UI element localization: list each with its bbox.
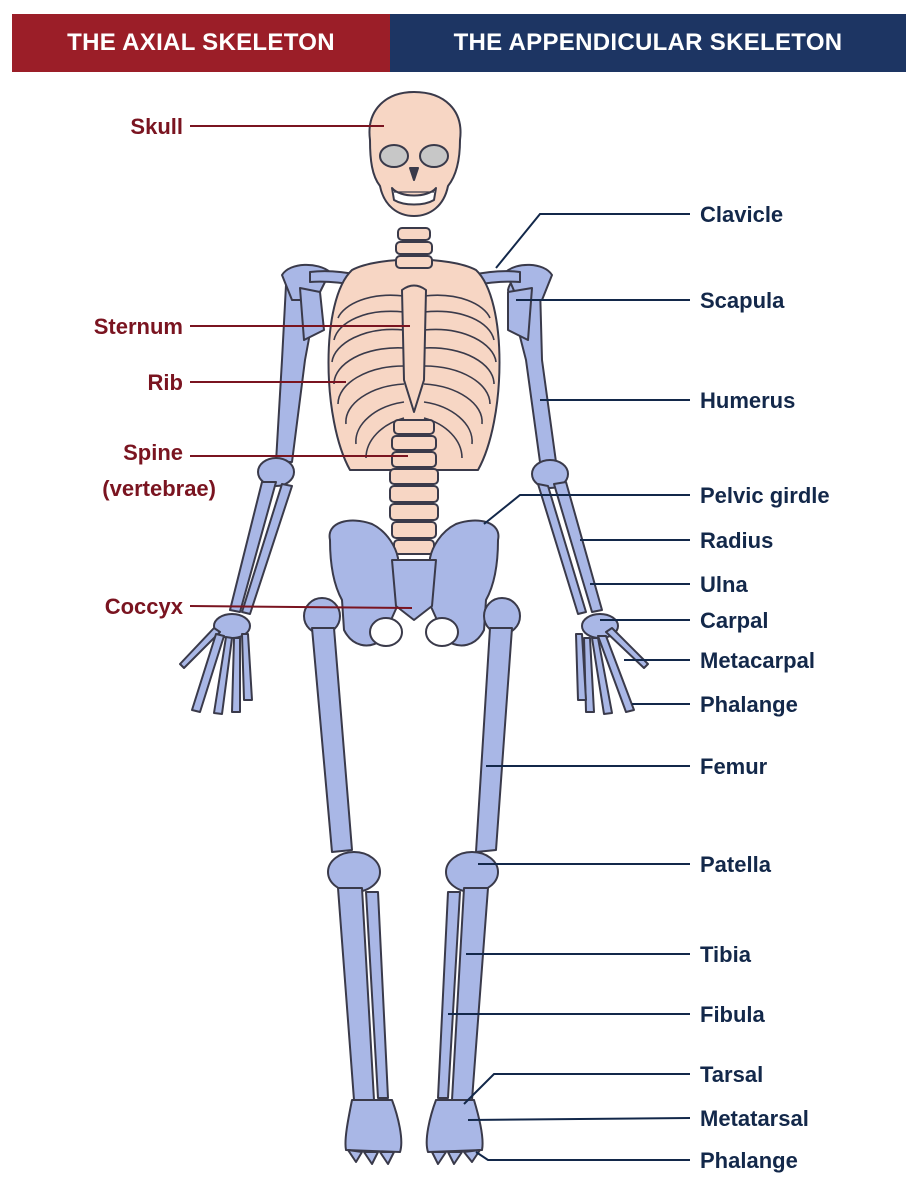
label-clavicle: Clavicle [700, 202, 783, 227]
skeleton-figure [179, 91, 649, 1165]
axial-labels: Skull Sternum Rib Spine (vertebrae) Cocc… [94, 114, 216, 619]
label-phalange-hand: Phalange [700, 692, 798, 717]
label-humerus: Humerus [700, 388, 795, 413]
appendicular-skeleton-banner: THE APPENDICULAR SKELETON [390, 14, 906, 72]
appendicular-labels: Clavicle Scapula Humerus Pelvic girdle R… [700, 202, 830, 1173]
label-scapula: Scapula [700, 288, 785, 313]
label-spine-vertebrae: (vertebrae) [102, 476, 216, 501]
label-spine: Spine [123, 440, 183, 465]
label-skull: Skull [130, 114, 183, 139]
axial-skeleton-banner: THE AXIAL SKELETON [12, 14, 390, 72]
shoulder-girdle [281, 263, 553, 341]
label-rib: Rib [148, 370, 183, 395]
label-coccyx: Coccyx [105, 594, 184, 619]
sternum [401, 284, 427, 413]
left-leg [303, 597, 403, 1165]
appendicular-leader-lines [448, 213, 691, 1161]
label-patella: Patella [700, 852, 772, 877]
label-tibia: Tibia [700, 942, 752, 967]
label-phalange-foot: Phalange [700, 1148, 798, 1173]
label-sternum: Sternum [94, 314, 183, 339]
label-ulna: Ulna [700, 572, 748, 597]
label-carpal: Carpal [700, 608, 768, 633]
label-radius: Radius [700, 528, 773, 553]
label-pelvic-girdle: Pelvic girdle [700, 483, 830, 508]
right-leg [425, 597, 521, 1165]
spine [389, 227, 439, 555]
ribs [331, 294, 497, 459]
label-femur: Femur [700, 754, 768, 779]
skull [368, 91, 462, 217]
pelvis [328, 519, 500, 647]
label-fibula: Fibula [700, 1002, 766, 1027]
label-tarsal: Tarsal [700, 1062, 763, 1087]
label-metacarpal: Metacarpal [700, 648, 815, 673]
label-metatarsal: Metatarsal [700, 1106, 809, 1131]
right-arm [507, 275, 649, 715]
axial-leader-lines [189, 125, 413, 609]
